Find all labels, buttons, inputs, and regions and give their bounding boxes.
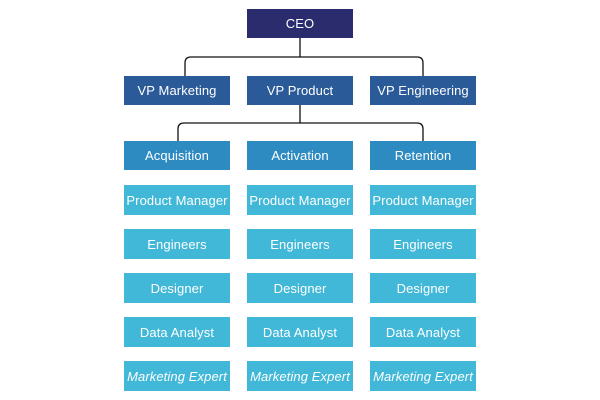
product-manager-box-activation: Product Manager <box>247 185 353 215</box>
engineers-box-retention: Engineers <box>370 229 476 259</box>
engineers-label: Engineers <box>393 236 453 252</box>
vp-engineering-label: VP Engineering <box>377 83 469 98</box>
ceo-to-vps-connector <box>184 38 424 76</box>
designer-box-retention: Designer <box>370 273 476 303</box>
marketing-expert-box-activation: Marketing Expert <box>247 361 353 391</box>
vp-product-to-teams-connector <box>177 105 424 141</box>
vp-product-box: VP Product <box>247 76 353 105</box>
data-analyst-label: Data Analyst <box>139 324 215 340</box>
vp-marketing-box: VP Marketing <box>124 76 230 105</box>
data-analyst-label: Data Analyst <box>262 324 338 340</box>
team-activation-label: Activation <box>271 148 329 163</box>
vp-marketing-label: VP Marketing <box>137 83 217 98</box>
engineers-box-acquisition: Engineers <box>124 229 230 259</box>
designer-label: Designer <box>396 280 450 296</box>
team-retention-label: Retention <box>394 148 452 163</box>
marketing-expert-label: Marketing Expert <box>373 368 473 384</box>
designer-label: Designer <box>150 280 204 296</box>
team-activation-box: Activation <box>247 141 353 170</box>
designer-box-acquisition: Designer <box>124 273 230 303</box>
product-manager-label: Product Manager <box>126 192 228 208</box>
vp-engineering-box: VP Engineering <box>370 76 476 105</box>
ceo-box: CEO <box>247 9 353 38</box>
team-acquisition-label: Acquisition <box>145 148 209 163</box>
marketing-expert-box-retention: Marketing Expert <box>370 361 476 391</box>
engineers-box-activation: Engineers <box>247 229 353 259</box>
designer-box-activation: Designer <box>247 273 353 303</box>
product-manager-label: Product Manager <box>372 192 474 208</box>
designer-label: Designer <box>273 280 327 296</box>
team-retention-box: Retention <box>370 141 476 170</box>
marketing-expert-box-acquisition: Marketing Expert <box>124 361 230 391</box>
team-acquisition-box: Acquisition <box>124 141 230 170</box>
data-analyst-box-activation: Data Analyst <box>247 317 353 347</box>
data-analyst-box-acquisition: Data Analyst <box>124 317 230 347</box>
data-analyst-box-retention: Data Analyst <box>370 317 476 347</box>
vp-product-label: VP Product <box>266 83 334 98</box>
engineers-label: Engineers <box>147 236 207 252</box>
engineers-label: Engineers <box>270 236 330 252</box>
product-manager-box-retention: Product Manager <box>370 185 476 215</box>
marketing-expert-label: Marketing Expert <box>250 368 350 384</box>
marketing-expert-label: Marketing Expert <box>127 368 227 384</box>
ceo-label: CEO <box>285 16 315 31</box>
product-manager-label: Product Manager <box>249 192 351 208</box>
product-manager-box-acquisition: Product Manager <box>124 185 230 215</box>
data-analyst-label: Data Analyst <box>385 324 461 340</box>
